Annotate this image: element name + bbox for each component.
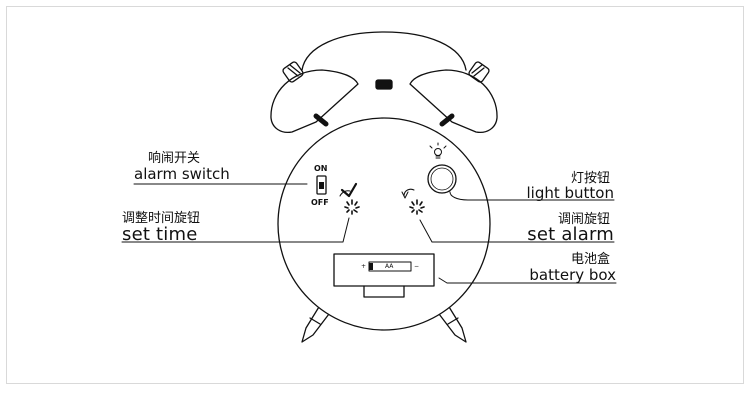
clock-body — [277, 117, 491, 331]
light-button-label-zh: 灯按钮 — [570, 171, 610, 186]
leader-set-alarm — [419, 219, 615, 243]
battery-cell-label: AA — [385, 263, 394, 270]
battery-box-label-zh: 电池盒 — [570, 252, 610, 267]
alarm-switch — [316, 175, 327, 195]
switch-off-mark: OFF — [311, 198, 329, 207]
light-button-label-en: light button — [526, 184, 615, 202]
set-time-label-zh: 调整时间旋钮 — [122, 211, 201, 226]
leader-set-time — [121, 217, 350, 243]
left-bell-mount — [313, 113, 329, 127]
set-time-arrow — [340, 182, 358, 198]
battery-box — [333, 253, 435, 287]
hammer — [375, 79, 393, 90]
switch-on-mark: ON — [314, 164, 328, 173]
right-bell — [409, 69, 498, 134]
battery-plus-mark: + — [361, 263, 367, 270]
set-alarm-arrow — [403, 188, 415, 197]
leader-lines — [121, 183, 617, 284]
set-alarm-label-zh: 调闹旋钮 — [557, 212, 610, 227]
leader-battery-box — [438, 277, 617, 284]
left-bell-knob — [282, 61, 304, 83]
battery-box-label-en: battery box — [529, 266, 616, 284]
alarm-switch-label-en: alarm switch — [134, 165, 230, 183]
right-bell-knob — [468, 61, 490, 83]
set-time-knob — [344, 199, 360, 215]
left-bell — [270, 69, 359, 134]
set-time-label-en: set time — [122, 224, 198, 245]
set-alarm-label-en: set alarm — [527, 224, 614, 245]
leader-light-button — [449, 191, 615, 201]
light-button — [427, 164, 457, 194]
bulb-icon — [429, 142, 447, 159]
alarm-switch-label-zh: 响闹开关 — [148, 151, 201, 166]
top-handle — [301, 31, 467, 71]
battery-minus-mark: − — [414, 263, 420, 270]
set-alarm-knob — [409, 199, 425, 215]
right-bell-mount — [439, 113, 455, 127]
